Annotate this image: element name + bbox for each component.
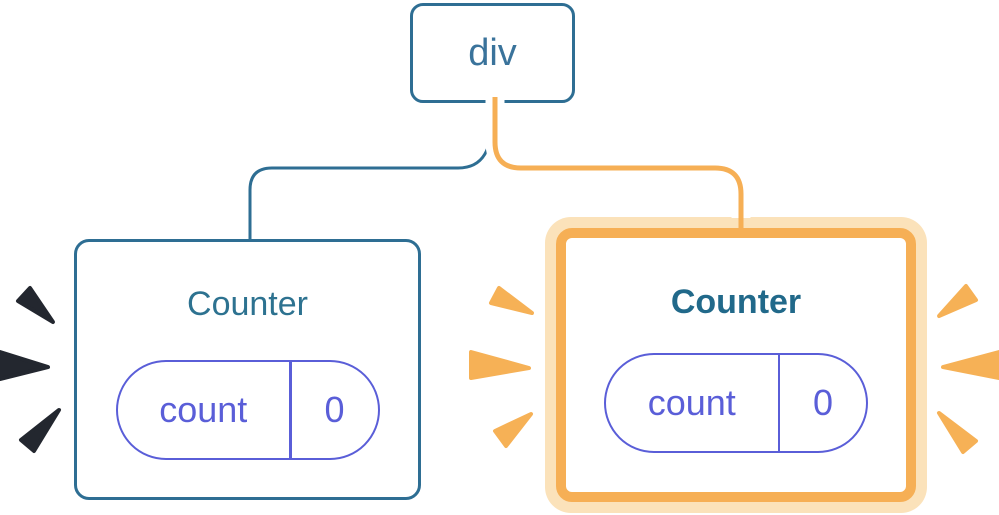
state-value: 0 [324,389,345,430]
burst-wedge-icon [19,408,61,453]
state-value: 0 [812,382,834,423]
counter-title: Counter [187,285,308,323]
tree-node-counter-right: Counter count 0 [556,228,916,502]
node-label: div [468,31,517,74]
highlight-ring: Counter count 0 [545,217,927,513]
state-pill: count 0 [604,353,868,453]
burst-wedge-icon [941,350,999,380]
counter-title: Counter [670,283,802,321]
burst-wedge-icon [493,412,533,448]
burst-wedge-icon [937,411,978,454]
connector-orange-line [492,97,744,236]
connector-blue-line [248,117,494,241]
tree-node-div: div [410,3,575,103]
state-key-label: count [159,389,248,430]
tree-node-counter-left: Counter count 0 [74,239,421,500]
burst-wedge-icon [489,286,534,315]
burst-wedge-icon [937,284,978,318]
pill-divider-line [289,362,292,458]
burst-wedge-icon [16,286,55,324]
pill-divider-line [777,355,780,451]
state-key-label: count [647,382,736,423]
state-pill: count 0 [115,360,380,460]
burst-wedge-icon [0,350,50,381]
burst-wedge-icon [469,350,531,380]
connector-casing [485,96,751,218]
